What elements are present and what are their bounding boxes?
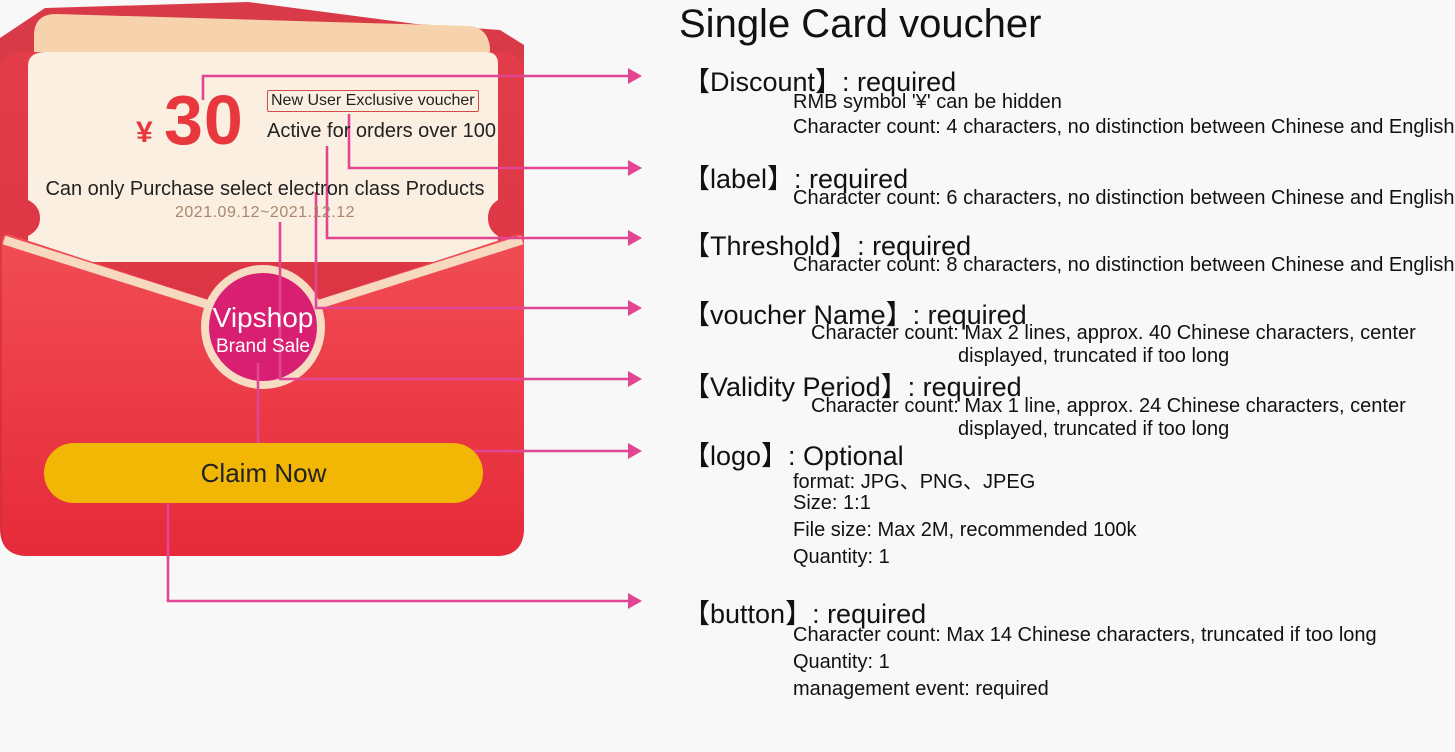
logo-text-line2: Brand Sale — [215, 336, 310, 357]
claim-now-button[interactable]: Claim Now — [44, 443, 483, 503]
button-heading: 【button】: required — [683, 599, 927, 629]
label-heading: 【label】: required — [683, 164, 909, 194]
arrow-voucher-name — [628, 300, 642, 316]
logo-detail-2: Size: 1:1 — [793, 492, 871, 514]
logo-detail-1: format: JPG、PNG、JPEG — [793, 471, 1036, 493]
voucher-illustration — [0, 2, 642, 609]
validity-detail-1: Character count: Max 1 line, approx. 24 … — [811, 395, 1406, 417]
connector-button — [166, 475, 630, 603]
threshold-heading: 【Threshold】: required — [683, 231, 972, 261]
voucher-name-detail-2: displayed, truncated if too long — [958, 345, 1230, 367]
voucher-card — [28, 52, 498, 262]
voucher-name: Can only Purchase select electron class … — [45, 178, 485, 200]
page-title: Single Card voucher — [679, 2, 1042, 46]
logo-detail-3: File size: Max 2M, recommended 100k — [793, 519, 1137, 541]
discount-amount: 30 — [164, 81, 244, 159]
arrow-logo — [628, 443, 642, 459]
voucher-name-detail-1: Character count: Max 2 lines, approx. 40… — [811, 322, 1416, 344]
discount-detail-1: RMB symbol '¥' can be hidden — [793, 91, 1062, 113]
logo-detail-4: Quantity: 1 — [793, 546, 890, 568]
stage: ¥ 30 New User Exclusive voucher Active f… — [0, 2, 1455, 700]
button-detail-1: Character count: Max 14 Chinese characte… — [793, 624, 1377, 646]
connector-voucher-name — [314, 192, 630, 310]
arrow-validity — [628, 371, 642, 387]
threshold-text: Active for orders over 100 — [267, 120, 496, 142]
validity-detail-2: displayed, truncated if too long — [958, 418, 1230, 440]
discount-detail-2: Character count: 4 characters, no distin… — [793, 116, 1455, 138]
arrow-button — [628, 593, 642, 609]
connector-arrowheads — [628, 68, 642, 609]
validity-period: 2021.09.12~2021.12.12 — [175, 204, 355, 221]
discount-heading: 【Discount】: required — [683, 67, 957, 97]
voucher-name-heading: 【voucher Name】: required — [683, 300, 1027, 330]
button-detail-2: Quantity: 1 — [793, 651, 890, 673]
connector-discount — [201, 74, 630, 100]
arrow-label — [628, 160, 642, 176]
logo-text-line1: Vipshop — [212, 302, 314, 333]
connector-threshold — [325, 146, 630, 240]
connector-validity — [278, 222, 630, 381]
arrow-discount — [628, 68, 642, 84]
currency-symbol: ¥ — [136, 116, 153, 149]
validity-heading: 【Validity Period】: required — [683, 372, 1022, 402]
arrow-threshold — [628, 230, 642, 246]
logo-heading: 【logo】: Optional — [683, 441, 904, 471]
connector-label — [347, 114, 630, 170]
label-detail-1: Character count: 6 characters, no distin… — [793, 187, 1455, 209]
voucher-label-badge: New User Exclusive voucher — [267, 90, 479, 112]
logo-circle — [209, 273, 317, 381]
threshold-detail-1: Character count: 8 characters, no distin… — [793, 254, 1455, 276]
button-detail-3: management event: required — [793, 678, 1049, 700]
